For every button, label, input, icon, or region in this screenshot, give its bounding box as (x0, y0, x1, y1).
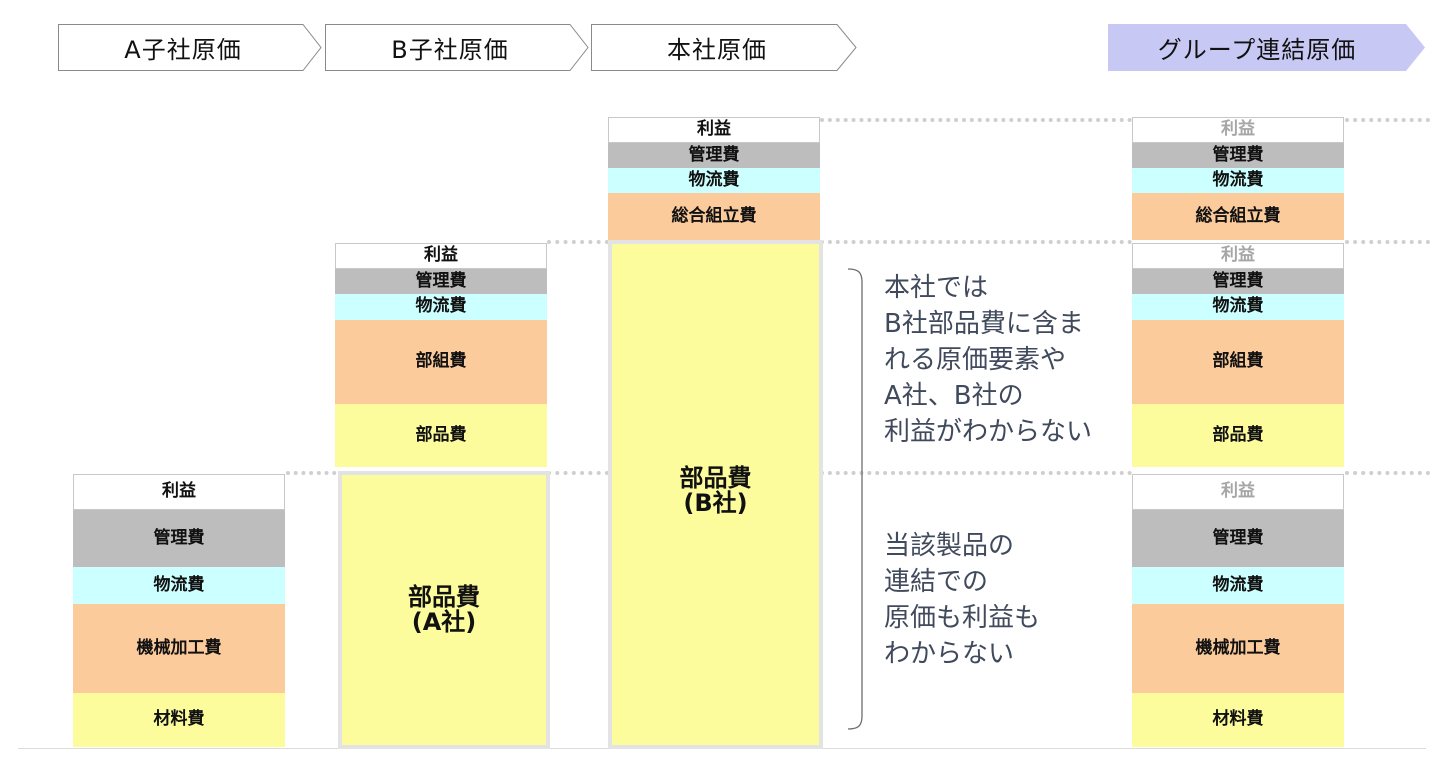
a-machining-cost: 機械加工費 (73, 604, 285, 693)
group-a-logistics-label: 物流費 (1212, 574, 1264, 595)
header-b-label: B子社原価 (391, 36, 509, 64)
group-a-material-label: 材料費 (1212, 709, 1264, 730)
group-b-profit: 利益 (1132, 243, 1344, 269)
group-hq-assembly-label: 総合組立費 (1195, 205, 1281, 226)
hq-parts-b-company: 部品費 (B社) (608, 240, 823, 749)
note-upper-line: 本社では (884, 273, 989, 303)
b-profit: 利益 (335, 243, 547, 269)
reference-line-hq-top-right (1345, 118, 1430, 122)
b-logistics-label: 物流費 (415, 296, 467, 317)
note-upper-line: れる原価要素や (884, 345, 1067, 375)
bracket-shape (847, 268, 863, 730)
reference-line-a-top-mid (547, 471, 609, 475)
b-profit-label: 利益 (424, 245, 458, 266)
b-subassembly-cost: 部組費 (335, 320, 547, 404)
a-logistics-label: 物流費 (153, 574, 205, 595)
group-a-material-cost: 材料費 (1132, 693, 1344, 747)
b-parts-a-line2: (A社) (411, 608, 477, 636)
group-b-parts-cost: 部品費 (1132, 404, 1344, 467)
reference-line-a-top (286, 471, 344, 475)
hq-profit-label: 利益 (697, 119, 731, 140)
group-b-subassembly-cost: 部組費 (1132, 320, 1344, 404)
note-lower-line: 原価も利益も (884, 603, 1041, 633)
group-a-profit: 利益 (1132, 474, 1344, 510)
hq-parts-b-line1: 部品費 (679, 464, 752, 492)
reference-line-b-top-mid (820, 240, 1132, 244)
group-b-parts-label: 部品費 (1212, 424, 1264, 445)
group-b-subassembly-label: 部組費 (1212, 351, 1264, 372)
reference-line-b-top-right (1345, 240, 1430, 244)
group-b-logistics-label: 物流費 (1212, 296, 1264, 317)
group-hq-profit-label: 利益 (1221, 119, 1255, 140)
header-headquarters: 本社原価 (591, 24, 857, 71)
group-a-admin-label: 管理費 (1212, 527, 1264, 548)
b-parts-a-line1: 部品費 (408, 582, 480, 611)
header-a-label: A子社原価 (124, 36, 242, 64)
group-hq-admin-cost: 管理費 (1132, 143, 1344, 168)
group-a-logistics-cost: 物流費 (1132, 567, 1344, 604)
group-a-machining-label: 機械加工費 (1195, 637, 1281, 658)
group-b-logistics-cost: 物流費 (1132, 294, 1344, 320)
b-admin-label: 管理費 (415, 270, 467, 291)
group-a-profit-label: 利益 (1221, 481, 1255, 502)
hq-assembly-cost: 総合組立費 (608, 193, 820, 240)
a-profit-label: 利益 (162, 481, 196, 502)
note-lower-line: 当該製品の (884, 531, 1015, 561)
group-a-admin-cost: 管理費 (1132, 510, 1344, 567)
header-hq-label: 本社原価 (667, 36, 767, 64)
b-logistics-cost: 物流費 (335, 294, 547, 320)
a-machining-label: 機械加工費 (136, 637, 222, 658)
a-material-cost: 材料費 (73, 693, 285, 747)
b-admin-cost: 管理費 (335, 269, 547, 294)
a-logistics-cost: 物流費 (73, 567, 285, 604)
group-hq-logistics-cost: 物流費 (1132, 168, 1344, 193)
b-parts-label: 部品費 (415, 424, 467, 445)
reference-line-hq-top (820, 118, 1132, 122)
group-b-admin-cost: 管理費 (1132, 269, 1344, 294)
group-a-machining-cost: 機械加工費 (1132, 604, 1344, 693)
b-parts-cost: 部品費 (335, 404, 547, 467)
a-admin-cost: 管理費 (73, 510, 285, 567)
group-hq-profit: 利益 (1132, 117, 1344, 143)
group-hq-admin-label: 管理費 (1212, 144, 1264, 165)
hq-admin-cost: 管理費 (608, 143, 820, 168)
note-upper-line: B社部品費に含ま (884, 309, 1084, 339)
note-lower-line: わからない (884, 639, 1015, 669)
reference-line-a-top-mid2 (820, 471, 1132, 475)
header-group-label: グループ連結原価 (1157, 36, 1357, 64)
note-upper-line: A社、B社の (884, 381, 1024, 411)
header-arrow-shape-highlight (1108, 24, 1425, 71)
note-upper-line: 利益がわからない (884, 417, 1093, 447)
header-b-subsidiary: B子社原価 (325, 24, 589, 71)
group-b-admin-label: 管理費 (1212, 270, 1264, 291)
hq-logistics-cost: 物流費 (608, 168, 820, 193)
header-arrow-shape (58, 24, 322, 71)
a-material-label: 材料費 (153, 709, 205, 730)
b-parts-a-company: 部品費 (A社) (338, 471, 550, 749)
a-admin-label: 管理費 (153, 527, 205, 548)
hq-admin-label: 管理費 (688, 144, 740, 165)
group-b-profit-label: 利益 (1221, 245, 1255, 266)
hq-profit: 利益 (608, 117, 820, 143)
group-hq-logistics-label: 物流費 (1212, 169, 1264, 190)
header-arrow-shape (591, 24, 857, 71)
note-lower: 当該製品の 連結での 原価も利益も わからない (884, 528, 1040, 672)
note-lower-line: 連結での (884, 567, 989, 597)
reference-line-b-top (547, 240, 609, 244)
hq-parts-b-line2: (B社) (683, 489, 748, 518)
header-group-consolidated: グループ連結原価 (1108, 24, 1426, 71)
group-hq-assembly-cost: 総合組立費 (1132, 193, 1344, 240)
note-upper: 本社では B社部品費に含ま れる原価要素や A社、B社の 利益がわからない (884, 270, 1092, 450)
reference-line-a-top-right (1345, 471, 1430, 475)
hq-assembly-label: 総合組立費 (671, 205, 757, 226)
a-profit: 利益 (73, 474, 285, 510)
header-a-subsidiary: A子社原価 (58, 24, 322, 71)
hq-logistics-label: 物流費 (688, 169, 740, 190)
header-arrow-shape (325, 24, 589, 71)
b-subassembly-label: 部組費 (415, 351, 467, 372)
